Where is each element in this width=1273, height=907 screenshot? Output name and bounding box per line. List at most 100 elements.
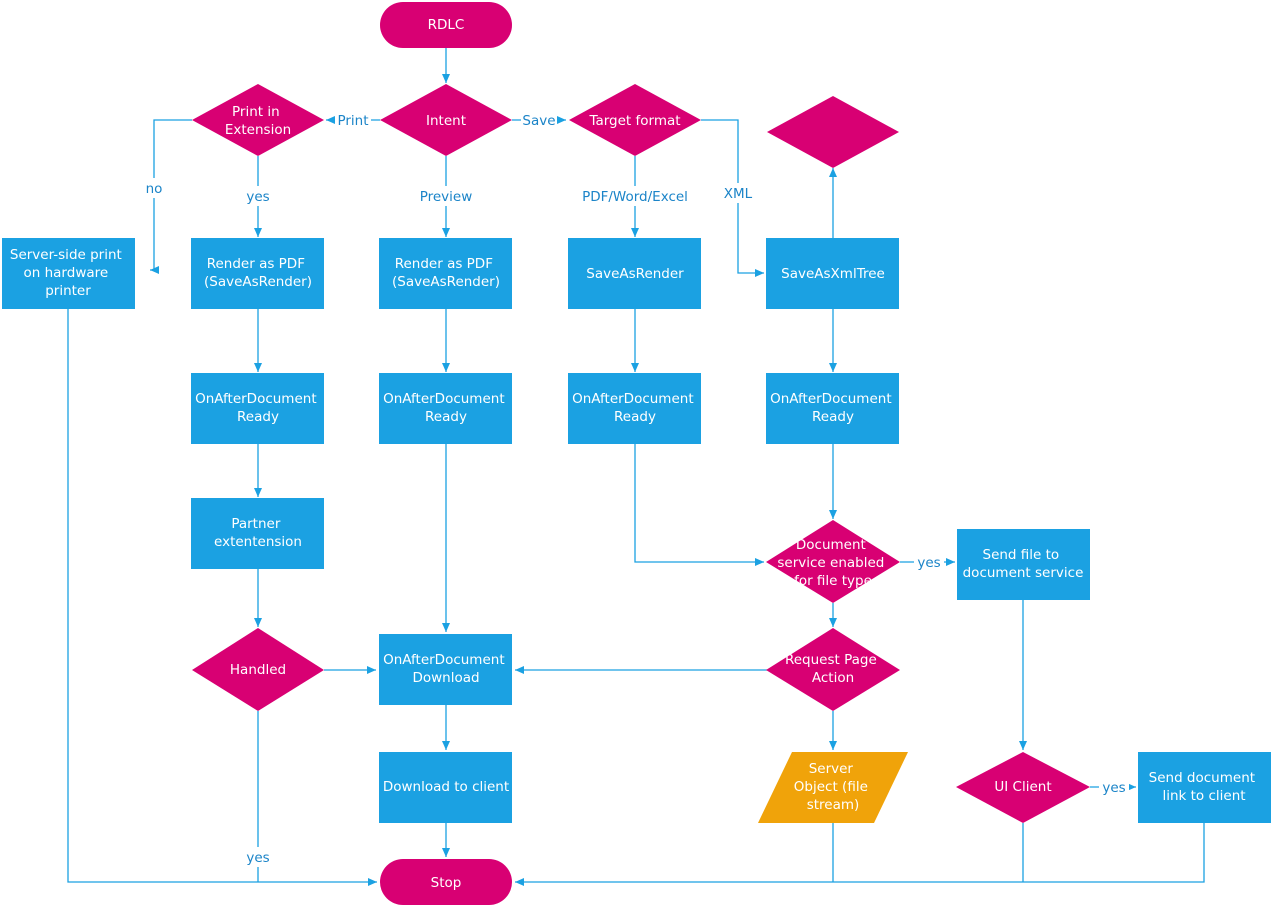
- document-service-label: Document service enabled for file type: [777, 537, 888, 589]
- document-service-decision: [766, 520, 900, 603]
- partner-extension-label: Partner extentension: [214, 516, 302, 550]
- on-after-document-download-label: OnAfterDocument Download: [383, 652, 509, 686]
- render-pdf-process-2: [379, 238, 512, 309]
- send-document-link-process: [1138, 752, 1271, 823]
- label-line: Ready: [812, 409, 854, 425]
- send-file-label: Send file to document service: [963, 547, 1084, 581]
- edge-right-stop: [515, 823, 1205, 886]
- label-line: Extension: [225, 122, 291, 138]
- edge-label-yes-handled: yes: [246, 850, 269, 866]
- print-in-extension-decision: [192, 84, 324, 156]
- label-line: document service: [963, 565, 1084, 581]
- label-line: Server: [809, 761, 854, 777]
- print-in-extension-label: Print in Extension: [225, 104, 291, 138]
- label-line: UI Client: [994, 779, 1051, 795]
- edge-label-preview: Preview: [420, 189, 473, 205]
- request-page-action-decision: [766, 628, 900, 711]
- label-line: Stop: [431, 875, 462, 891]
- label-line: Document: [796, 537, 866, 553]
- render-pdf-label-1: Render as PDF (SaveAsRender): [204, 256, 312, 290]
- oad-label-4: OnAfterDocument Ready: [770, 391, 896, 425]
- label-line: Print in: [232, 104, 280, 120]
- server-print-label: Server-side print on hardware printer: [10, 247, 126, 299]
- label-line: Partner: [231, 516, 281, 532]
- edge-label-print: Print: [337, 113, 368, 129]
- label-line: OnAfterDocument: [383, 391, 505, 407]
- edge-label-save: Save: [522, 113, 555, 129]
- oad-label-1: OnAfterDocument Ready: [195, 391, 321, 425]
- send-file-process: [957, 529, 1090, 600]
- partner-extension-process: [191, 498, 324, 569]
- label-line: stream): [807, 797, 860, 813]
- edge-label-yes-ui-client: yes: [1102, 780, 1125, 796]
- label-line: Server-side print: [10, 247, 122, 263]
- request-page-action-label: Request Page Action: [785, 652, 881, 686]
- label-line: OnAfterDocument: [195, 391, 317, 407]
- server-object-io: [758, 752, 908, 823]
- label-line: (SaveAsRender): [392, 274, 500, 290]
- label-line: OnAfterDocument: [572, 391, 694, 407]
- edge-label-xml: XML: [724, 186, 753, 202]
- target-format-decision: [569, 84, 701, 156]
- save-as-render-label: SaveAsRender: [586, 266, 684, 282]
- stop-terminal: [380, 859, 512, 905]
- edges: [67, 48, 1205, 886]
- label-line: OnAfterDocument: [770, 391, 892, 407]
- label-line: Download to client: [383, 779, 509, 795]
- node-labels: RDLC Intent Print in Extension Target fo…: [10, 17, 1260, 891]
- edge-label-no: no: [146, 181, 163, 197]
- render-pdf-label-2: Render as PDF (SaveAsRender): [392, 256, 500, 290]
- label-line: Render as PDF: [395, 256, 493, 272]
- edge-label-pdf-word-excel: PDF/Word/Excel: [582, 189, 688, 205]
- label-line: Ready: [425, 409, 467, 425]
- ui-client-label: UI Client: [994, 779, 1051, 795]
- stop-label: Stop: [431, 875, 462, 891]
- oad-label-2: OnAfterDocument Ready: [383, 391, 509, 425]
- label-line: OnAfterDocument: [383, 652, 505, 668]
- label-line: RDLC: [428, 17, 465, 33]
- edge-label-yes-doc-service: yes: [917, 555, 940, 571]
- label-line: (SaveAsRender): [204, 274, 312, 290]
- save-as-render-process: [568, 238, 701, 309]
- label-line: extentension: [214, 534, 302, 550]
- edge-label-yes-extension: yes: [246, 189, 269, 205]
- edge-oad3-docservice: [634, 444, 764, 566]
- download-to-client-label: Download to client: [383, 779, 509, 795]
- label-line: printer: [45, 283, 91, 299]
- label-line: Request Page: [785, 652, 877, 668]
- label-line: link to client: [1162, 788, 1245, 804]
- rdlc-label: RDLC: [428, 17, 465, 33]
- label-line: Download: [412, 670, 479, 686]
- label-line: Intent: [426, 113, 466, 129]
- label-line: Ready: [237, 409, 279, 425]
- label-line: Ready: [614, 409, 656, 425]
- on-after-document-download: [379, 634, 512, 705]
- ui-client-decision: [956, 752, 1090, 823]
- label-line: SaveAsXmlTree: [781, 266, 885, 282]
- label-line: Send file to: [983, 547, 1060, 563]
- label-line: Handled: [230, 662, 286, 678]
- server-object-label: Server Object (file stream): [794, 761, 872, 813]
- render-pdf-process-1: [191, 238, 324, 309]
- label-line: on hardware: [24, 265, 109, 281]
- on-after-document-ready-2: [379, 373, 512, 444]
- label-line: service enabled: [777, 555, 884, 571]
- on-after-document-ready-1: [191, 373, 324, 444]
- save-as-xml-tree-process: [766, 238, 899, 309]
- blank-decision: [767, 96, 899, 168]
- label-line: Action: [812, 670, 854, 686]
- send-document-link-label: Send document link to client: [1149, 770, 1260, 804]
- download-to-client-process: [379, 752, 512, 823]
- label-line: Target format: [588, 113, 680, 129]
- on-after-document-ready-4: [766, 373, 899, 444]
- target-format-label: Target format: [588, 113, 680, 129]
- handled-decision: [192, 628, 324, 711]
- label-line: Object (file: [794, 779, 868, 795]
- edge-serverprint-stop: [67, 309, 377, 886]
- label-line: for file type: [794, 573, 872, 589]
- server-print-process: [2, 238, 135, 309]
- intent-label: Intent: [426, 113, 466, 129]
- edge-labels: Print Save no yes Preview PDF/Word/Excel…: [142, 110, 1129, 867]
- label-line: Send document: [1149, 770, 1255, 786]
